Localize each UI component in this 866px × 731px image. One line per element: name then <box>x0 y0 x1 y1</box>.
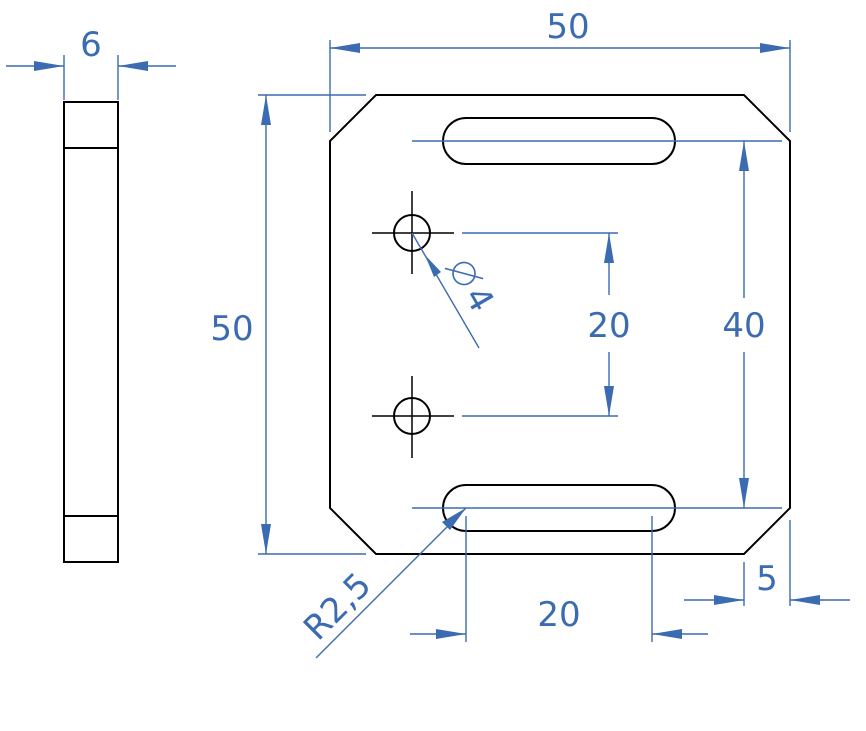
hole-diameter-label-group: 4 <box>444 261 502 319</box>
front-view <box>329 94 791 555</box>
diameter-symbol-icon <box>452 261 476 286</box>
slot-spacing-dimension: 40 <box>412 140 782 509</box>
slot-radius-arrow <box>442 508 466 530</box>
plate-outline <box>329 94 791 555</box>
thickness-arrow-right <box>118 61 148 71</box>
thickness-arrow-left <box>34 61 64 71</box>
chamfer-arrow-left <box>714 595 744 605</box>
hole-spacing-dimension: 20 <box>462 232 631 417</box>
height-arrow-bottom <box>261 524 271 554</box>
hole-spacing-arrow-bottom <box>604 386 614 416</box>
chamfer-label: 5 <box>756 559 778 599</box>
hole-bottom <box>372 376 454 458</box>
width-dimension: 50 <box>329 7 791 132</box>
hole-top <box>372 191 454 274</box>
slot-spacing-arrow-bottom <box>739 478 749 508</box>
chamfer-dimension: 5 <box>684 520 850 606</box>
height-dimension: 50 <box>210 94 366 555</box>
thickness-dimension: 6 <box>6 25 176 100</box>
hole-diameter-callout: 4 <box>411 232 502 349</box>
chamfer-arrow-right <box>790 595 820 605</box>
hole-diameter-label: 4 <box>456 280 501 319</box>
slot-length-arrow-left <box>436 629 466 639</box>
width-arrow-left <box>330 43 360 53</box>
side-view-body <box>63 101 119 563</box>
slot-spacing-arrow-top <box>739 141 749 171</box>
hole-spacing-arrow-top <box>604 233 614 263</box>
width-arrow-right <box>760 43 790 53</box>
slot-spacing-label: 40 <box>722 306 765 346</box>
slot-length-arrow-right <box>652 629 682 639</box>
hole-diameter-arrow <box>425 255 441 277</box>
width-label: 50 <box>546 7 589 47</box>
height-arrow-top <box>261 95 271 125</box>
slot-top <box>442 117 676 165</box>
height-label: 50 <box>210 309 253 349</box>
slot-length-label: 20 <box>537 595 580 635</box>
side-view <box>63 101 119 563</box>
thickness-label: 6 <box>80 25 102 65</box>
hole-spacing-label: 20 <box>587 306 630 346</box>
slot-length-dimension: 20 <box>410 516 708 642</box>
